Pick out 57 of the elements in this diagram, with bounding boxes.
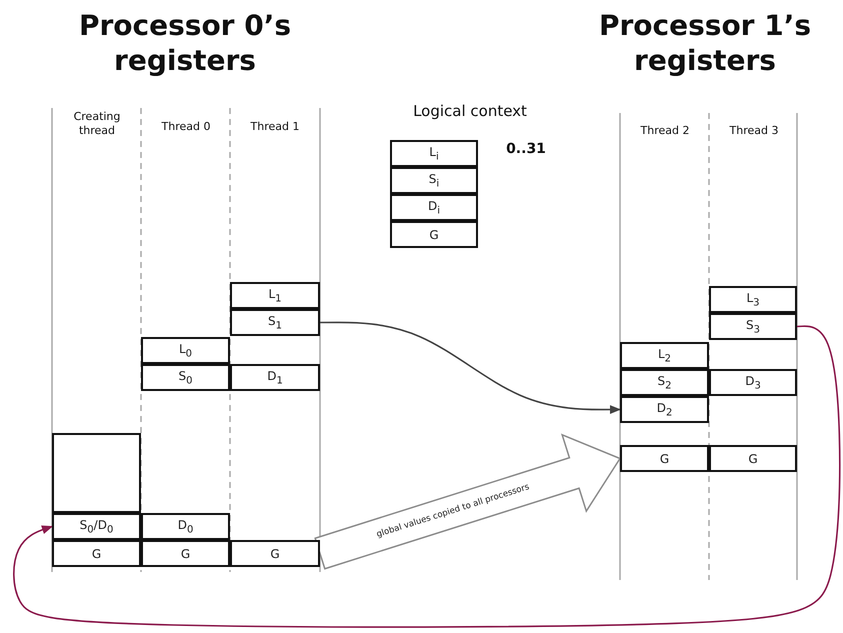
- register-name: D$_{0}$: [178, 518, 194, 536]
- empty-register-box: [52, 433, 141, 513]
- column-header: Thread 2: [640, 124, 690, 138]
- register-name: G: [270, 546, 280, 560]
- register-cell: [620, 445, 709, 472]
- register-cell: [141, 364, 230, 391]
- register-name: G: [429, 228, 439, 242]
- register-cell: [230, 282, 320, 309]
- register-name: G: [660, 452, 670, 466]
- register-cell: [141, 540, 230, 567]
- register-name: L$_{1}$: [268, 286, 282, 304]
- register-cell: [390, 140, 478, 167]
- column-header: Thread 0: [160, 120, 212, 134]
- register-name: S$_{i}$: [428, 172, 440, 190]
- column-header: Thread 3: [728, 124, 780, 138]
- register-name: L$_{2}$: [658, 346, 672, 364]
- register-cell: [709, 313, 797, 340]
- register-cell: [390, 167, 478, 194]
- register-name: D$_{1}$: [267, 368, 283, 386]
- register-cell: [390, 194, 478, 221]
- register-cell: [390, 221, 478, 248]
- register-name: S$_{1}$: [268, 314, 282, 332]
- register-name: S$_{0}$/D$_{0}$: [80, 518, 114, 536]
- register-name: S$_{2}$: [658, 374, 672, 392]
- register-cell: [141, 337, 230, 364]
- arrow: [13, 325, 841, 628]
- register-cell: [230, 309, 320, 336]
- register-cell: [230, 364, 320, 391]
- heading: Processor 0’s registers: [78, 8, 292, 78]
- register-name: D$_{i}$: [428, 198, 440, 216]
- column-header: Creating thread: [72, 110, 122, 138]
- heading: Logical context: [412, 102, 528, 121]
- arrow: [320, 322, 622, 414]
- column-header: Thread 1: [250, 120, 300, 134]
- register-cell: [620, 369, 709, 396]
- register-name: L$_{3}$: [746, 290, 760, 308]
- register-cell: [52, 513, 141, 540]
- register-name: S$_{0}$: [178, 368, 192, 386]
- register-name: G: [748, 452, 758, 466]
- register-name: G: [92, 546, 102, 560]
- register-name: D$_{2}$: [656, 400, 672, 418]
- register-cell: [709, 445, 797, 472]
- register-name: L$_{0}$: [178, 342, 192, 360]
- register-cell: [52, 540, 141, 567]
- register-cell: [709, 286, 797, 313]
- register-name: S$_{3}$: [746, 318, 760, 336]
- register-cell: [141, 513, 230, 540]
- register-name: G: [180, 546, 190, 560]
- block-arrow: [314, 434, 622, 570]
- register-cell: [620, 396, 709, 423]
- range-label: 0..31: [505, 141, 547, 158]
- heading: Processor 1’s registers: [598, 8, 812, 78]
- register-name: D$_{3}$: [745, 374, 761, 392]
- register-name: L$_{i}$: [429, 144, 439, 162]
- register-cell: [230, 540, 320, 567]
- register-cell: [709, 369, 797, 396]
- register-cell: [620, 342, 709, 369]
